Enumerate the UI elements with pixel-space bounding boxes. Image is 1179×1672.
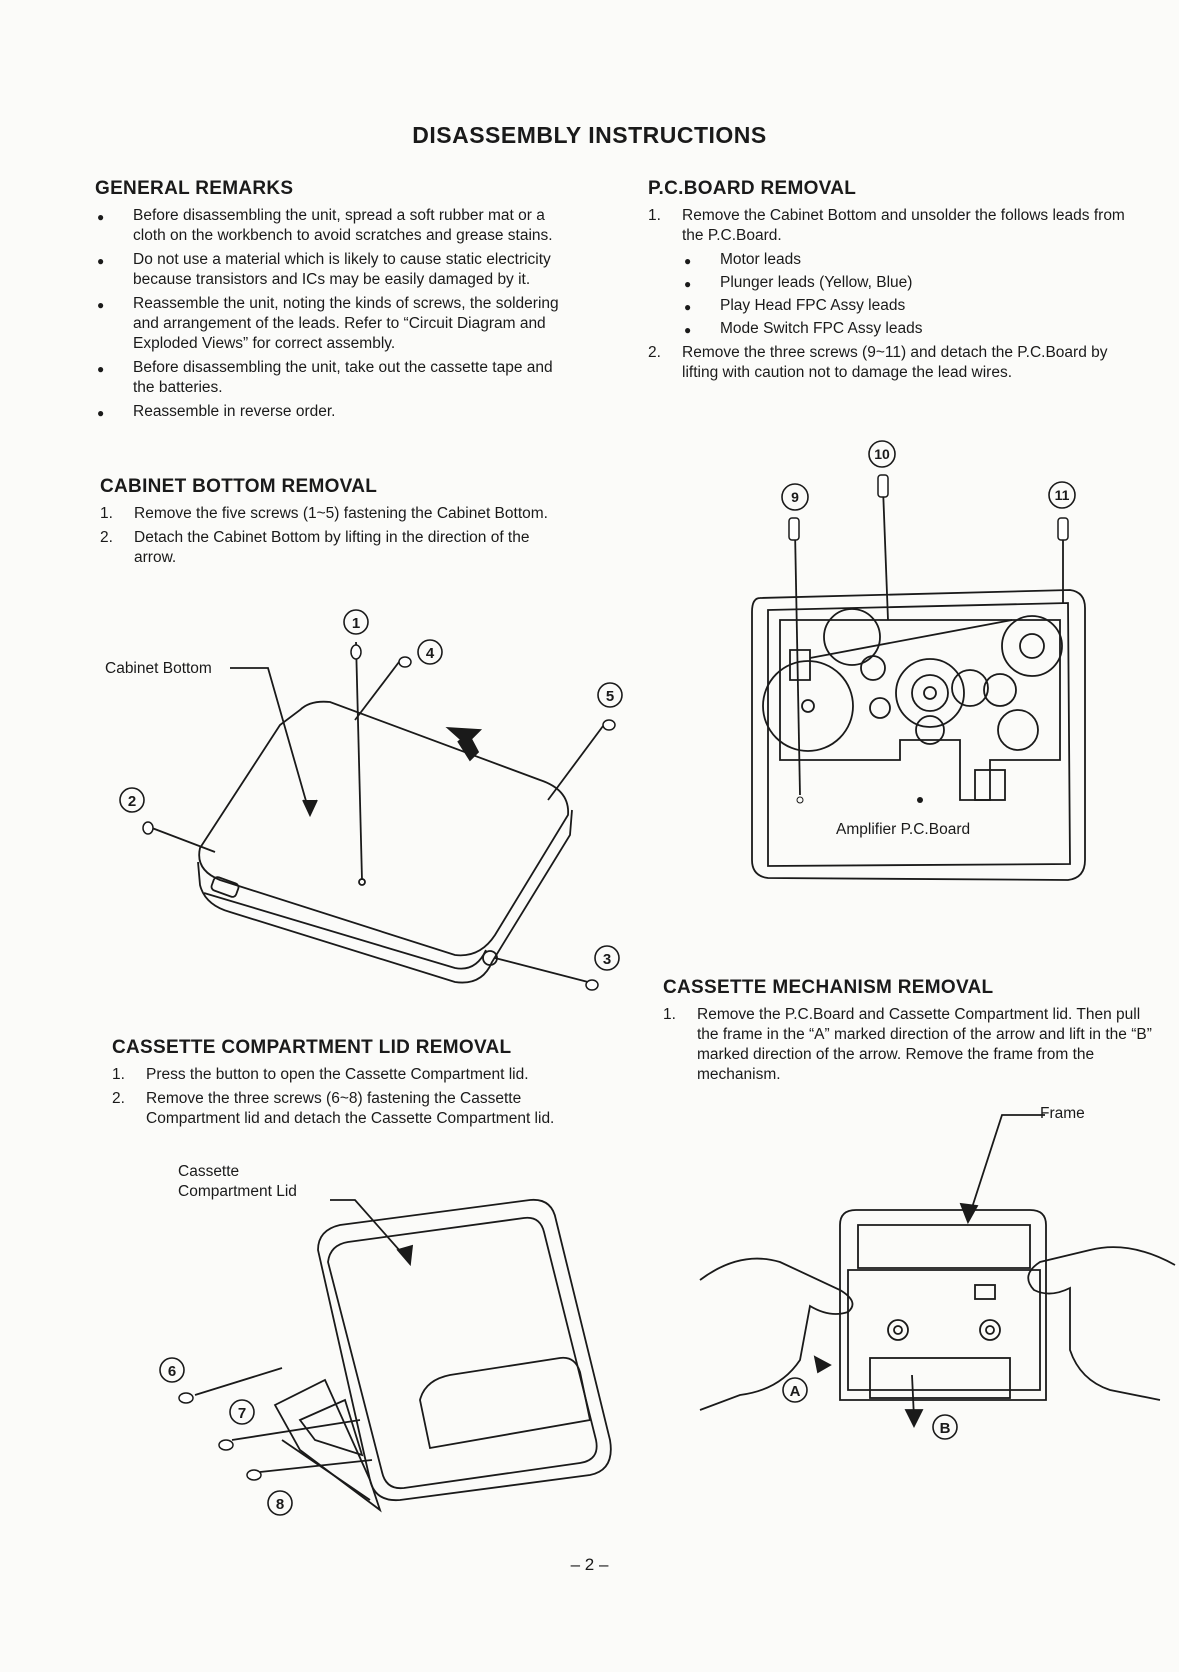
callout-5: 5 <box>606 688 614 705</box>
list-item: Mode Switch FPC Assy leads <box>682 319 1143 340</box>
pcboard-section: P.C.BOARD REMOVAL 1. Remove the Cabinet … <box>648 178 1143 387</box>
list-item: Plunger leads (Yellow, Blue) <box>682 273 1143 294</box>
list-item: 1. Remove the five screws (1~5) fastening… <box>100 504 575 524</box>
callout-11: 11 <box>1055 487 1070 503</box>
list-item: Reassemble the unit, noting the kinds of… <box>95 294 570 354</box>
step-number: 1. <box>100 505 113 522</box>
lid-steps: 1. Press the button to open the Cassette … <box>112 1065 610 1129</box>
frame-label: Frame <box>1040 1105 1085 1122</box>
callout-3: 3 <box>603 951 611 968</box>
step-number: 1. <box>648 207 661 224</box>
list-item: Play Head FPC Assy leads <box>682 296 1143 317</box>
callout-4: 4 <box>426 645 435 662</box>
callout-2: 2 <box>128 793 136 810</box>
callout-8: 8 <box>276 1496 284 1513</box>
list-item: 2. Remove the three screws (6~8) fastenin… <box>112 1089 610 1129</box>
list-item: Do not use a material which is likely to… <box>95 250 570 290</box>
mechanism-heading: CASSETTE MECHANISM REMOVAL <box>663 977 994 998</box>
step-text: Remove the Cabinet Bottom and unsolder t… <box>682 207 1125 244</box>
list-item: 1. Press the button to open the Cassette … <box>112 1065 610 1085</box>
page-number: – 2 – <box>570 1555 609 1574</box>
list-item: Before disassembling the unit, take out … <box>95 358 570 398</box>
list-item: 1. Remove the P.C.Board and Cassette Comp… <box>663 1005 1153 1085</box>
general-remarks-heading: GENERAL REMARKS <box>95 178 294 199</box>
callout-9: 9 <box>791 489 799 505</box>
cabinet-bottom-section: CABINET BOTTOM REMOVAL 1. Remove the five… <box>100 476 575 572</box>
amplifier-pcboard-label: Amplifier P.C.Board <box>836 821 971 838</box>
mechanism-section: CASSETTE MECHANISM REMOVAL 1. Remove the … <box>663 977 1153 1089</box>
callout-10: 10 <box>874 446 890 462</box>
step-text: Remove the five screws (1~5) fastening t… <box>134 505 548 522</box>
step-text: Press the button to open the Cassette Co… <box>146 1066 529 1083</box>
lid-heading: CASSETTE COMPARTMENT LID REMOVAL <box>112 1037 512 1058</box>
cabinet-bottom-heading: CABINET BOTTOM REMOVAL <box>100 476 378 497</box>
step-text: Remove the three screws (9~11) and detac… <box>682 344 1108 381</box>
lid-section: CASSETTE COMPARTMENT LID REMOVAL 1. Press… <box>112 1037 610 1133</box>
general-remarks-list: Before disassembling the unit, spread a … <box>95 206 570 423</box>
step-number: 2. <box>648 344 661 361</box>
list-item: Before disassembling the unit, spread a … <box>95 206 570 246</box>
step-number: 2. <box>100 529 113 546</box>
callout-a: A <box>790 1383 801 1400</box>
list-item: 2. Detach the Cabinet Bottom by lifting i… <box>100 528 575 568</box>
cabinet-bottom-steps: 1. Remove the five screws (1~5) fastening… <box>100 504 575 568</box>
list-item: Motor leads <box>682 250 1143 271</box>
pcboard-heading: P.C.BOARD REMOVAL <box>648 178 857 199</box>
step-text: Remove the P.C.Board and Cassette Compar… <box>697 1006 1152 1083</box>
lid-label-line-2: Compartment Lid <box>178 1183 297 1200</box>
step-number: 2. <box>112 1090 125 1107</box>
list-item: 1. Remove the Cabinet Bottom and unsolde… <box>648 206 1143 340</box>
callout-1: 1 <box>352 615 360 632</box>
pcboard-steps: 1. Remove the Cabinet Bottom and unsolde… <box>648 206 1143 383</box>
lid-label: Cassette Compartment Lid <box>178 1162 297 1202</box>
leads-list: Motor leads Plunger leads (Yellow, Blue)… <box>682 250 1143 340</box>
lid-label-line-1: Cassette <box>178 1163 240 1180</box>
page-title: DISASSEMBLY INSTRUCTIONS <box>412 122 767 148</box>
general-remarks-section: GENERAL REMARKS Before disassembling the… <box>95 178 570 426</box>
step-text: Detach the Cabinet Bottom by lifting in … <box>134 529 530 566</box>
callout-b: B <box>940 1420 951 1437</box>
step-text: Remove the three screws (6~8) fastening … <box>146 1090 555 1127</box>
step-number: 1. <box>112 1066 125 1083</box>
mechanism-steps: 1. Remove the P.C.Board and Cassette Comp… <box>663 1005 1153 1085</box>
list-item: 2. Remove the three screws (9~11) and de… <box>648 343 1143 383</box>
step-number: 1. <box>663 1006 676 1023</box>
callout-6: 6 <box>168 1363 176 1380</box>
callout-7: 7 <box>238 1405 246 1422</box>
cabinet-bottom-label: Cabinet Bottom <box>105 660 212 677</box>
list-item: Reassemble in reverse order. <box>95 402 570 423</box>
